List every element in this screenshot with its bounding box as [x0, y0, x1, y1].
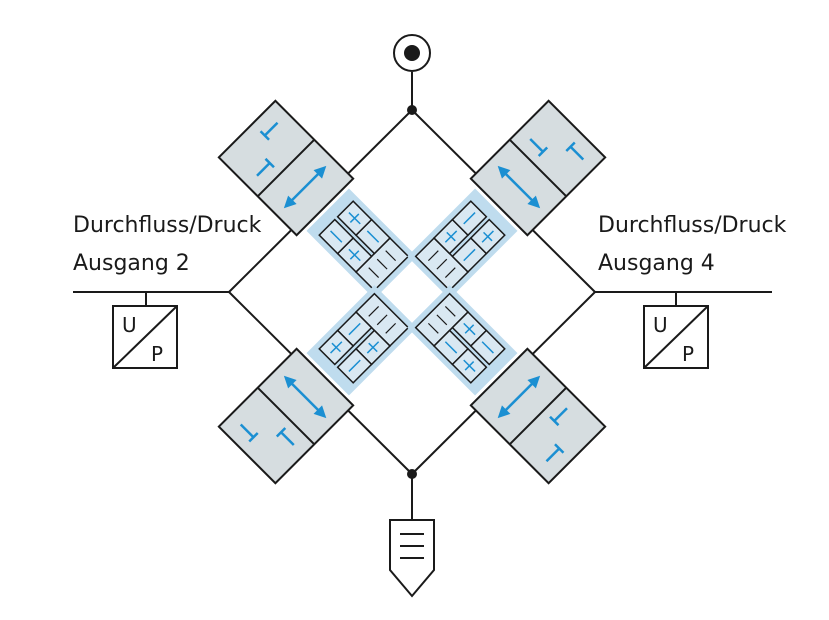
label-right-line2: Ausgang 4	[598, 251, 715, 276]
pressure-source-symbol	[393, 34, 431, 72]
junction-top	[407, 105, 417, 115]
transducer-right: U P	[643, 305, 709, 369]
valve-top-right	[398, 99, 607, 308]
valve-top-left	[217, 99, 426, 308]
exhaust-silencer-symbol	[389, 519, 435, 598]
valve-bottom-right	[398, 276, 607, 485]
transducer-left-p: P	[151, 342, 163, 366]
transducer-right-u: U	[653, 313, 668, 337]
valve-bottom-left	[217, 276, 426, 485]
transducer-right-p: P	[682, 342, 694, 366]
bridge-lines	[73, 72, 772, 520]
label-left-line2: Ausgang 2	[73, 251, 190, 276]
transducer-left-u: U	[122, 313, 137, 337]
transducer-left: U P	[112, 305, 178, 369]
label-left-line1: Durchfluss/Druck	[73, 213, 262, 238]
label-right-line1: Durchfluss/Druck	[598, 213, 787, 238]
junction-bottom	[407, 469, 417, 479]
